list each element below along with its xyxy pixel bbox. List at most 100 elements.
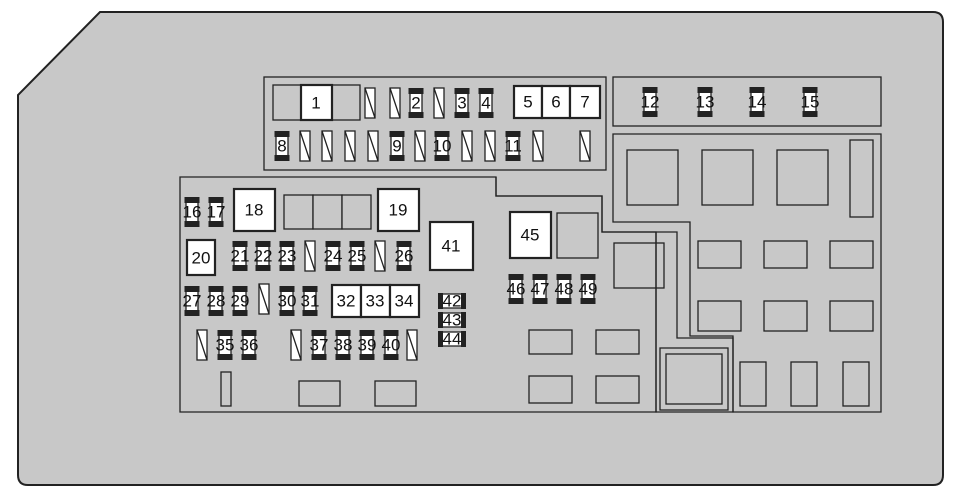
fuse-label-33: 33	[366, 292, 385, 311]
fuse-label-6: 6	[551, 93, 560, 112]
slash-fuse	[414, 130, 426, 162]
slash-fuse	[579, 130, 591, 162]
fuse-label-38: 38	[334, 336, 353, 355]
spare-slot	[298, 380, 341, 407]
relay-slot	[331, 84, 361, 121]
relay	[595, 375, 640, 404]
fuse-label-31: 31	[301, 292, 320, 311]
relay	[763, 240, 808, 269]
relay	[849, 139, 874, 218]
relay-slot	[341, 194, 372, 230]
relay-large-inner	[665, 353, 723, 405]
fuse-label-46: 46	[507, 280, 526, 299]
fuse-label-8: 8	[277, 137, 286, 156]
fuse-label-16: 16	[183, 203, 202, 222]
fuse-label-26: 26	[395, 247, 414, 266]
fuse-label-30: 30	[278, 292, 297, 311]
spare-slot	[374, 380, 417, 407]
relay	[739, 361, 767, 407]
fuse-20-box	[185, 238, 217, 277]
fuse-label-25: 25	[348, 247, 367, 266]
relay	[556, 212, 599, 259]
fuse-label-22: 22	[254, 247, 273, 266]
relay-large	[659, 347, 729, 411]
relay	[842, 361, 870, 407]
fuse-label-24: 24	[324, 247, 343, 266]
fuse-label-2: 2	[411, 94, 420, 113]
fuse-label-40: 40	[382, 336, 401, 355]
top-right-fuse-frame	[612, 76, 882, 127]
relay	[701, 149, 754, 206]
relay	[829, 240, 874, 269]
relay	[790, 361, 818, 407]
top-fuse-group-frame	[263, 76, 607, 171]
slash-fuse	[299, 130, 311, 162]
slash-fuse	[389, 87, 401, 119]
fuse-33-box	[359, 283, 392, 319]
fuse-label-5: 5	[523, 93, 532, 112]
fuse-34-box	[388, 283, 421, 319]
right-relay-area-frame	[612, 133, 882, 413]
fuse-label-43: 43	[443, 311, 462, 330]
relay	[595, 329, 640, 355]
fuse-label-45: 45	[521, 226, 540, 245]
fuse-label-48: 48	[555, 280, 574, 299]
fuse-1-box	[299, 83, 334, 122]
fuse-label-21: 21	[231, 247, 250, 266]
slash-fuse	[344, 130, 356, 162]
fuse-label-42: 42	[443, 292, 462, 311]
fuse-5-box	[512, 84, 544, 120]
slash-fuse	[258, 283, 270, 315]
fuse-label-15: 15	[801, 93, 820, 112]
fuse-18-box	[232, 187, 277, 233]
fuse-label-32: 32	[337, 292, 356, 311]
fuse-label-20: 20	[192, 249, 211, 268]
fuse-7-box	[568, 84, 602, 120]
fuse-32-box	[330, 283, 363, 319]
fuse-45-box	[508, 210, 553, 260]
fuse-label-17: 17	[207, 203, 226, 222]
fuse-19-box	[376, 187, 421, 233]
slash-fuse	[364, 87, 376, 119]
slash-fuse	[290, 329, 302, 361]
fuse-label-12: 12	[641, 93, 660, 112]
slash-fuse	[484, 130, 496, 162]
fuse-label-28: 28	[207, 292, 226, 311]
relay	[626, 149, 679, 206]
slash-fuse	[367, 130, 379, 162]
relay	[829, 300, 874, 332]
fuse-label-41: 41	[442, 237, 461, 256]
fuse-label-11: 11	[504, 137, 522, 156]
relay	[776, 149, 829, 206]
slash-fuse	[304, 240, 316, 272]
fuse-41-box	[428, 220, 475, 272]
left-block-frame	[179, 176, 657, 413]
fuse-label-14: 14	[748, 93, 767, 112]
spare-slot	[220, 371, 232, 407]
relay-slot	[312, 194, 343, 230]
relay	[613, 242, 665, 289]
slash-fuse	[196, 329, 208, 361]
fuse-label-13: 13	[696, 93, 715, 112]
fuse-box-outline	[17, 11, 944, 486]
fuse-label-4: 4	[481, 94, 490, 113]
relay	[763, 300, 808, 332]
fuse-label-10: 10	[433, 137, 452, 156]
slash-fuse	[321, 130, 333, 162]
relay	[697, 240, 742, 269]
relay-slot	[272, 84, 302, 121]
fuse-label-23: 23	[278, 247, 297, 266]
slash-fuse	[406, 329, 418, 361]
fuse-label-3: 3	[457, 94, 466, 113]
fuse-label-36: 36	[240, 336, 259, 355]
relay	[528, 329, 573, 355]
relay	[697, 300, 742, 332]
slash-fuse	[374, 240, 386, 272]
fuse-label-27: 27	[183, 292, 202, 311]
fuse-label-34: 34	[395, 292, 414, 311]
fuse-label-1: 1	[311, 94, 320, 113]
fuse-label-37: 37	[310, 336, 329, 355]
fuse-label-49: 49	[579, 280, 598, 299]
fuse-label-47: 47	[531, 280, 550, 299]
